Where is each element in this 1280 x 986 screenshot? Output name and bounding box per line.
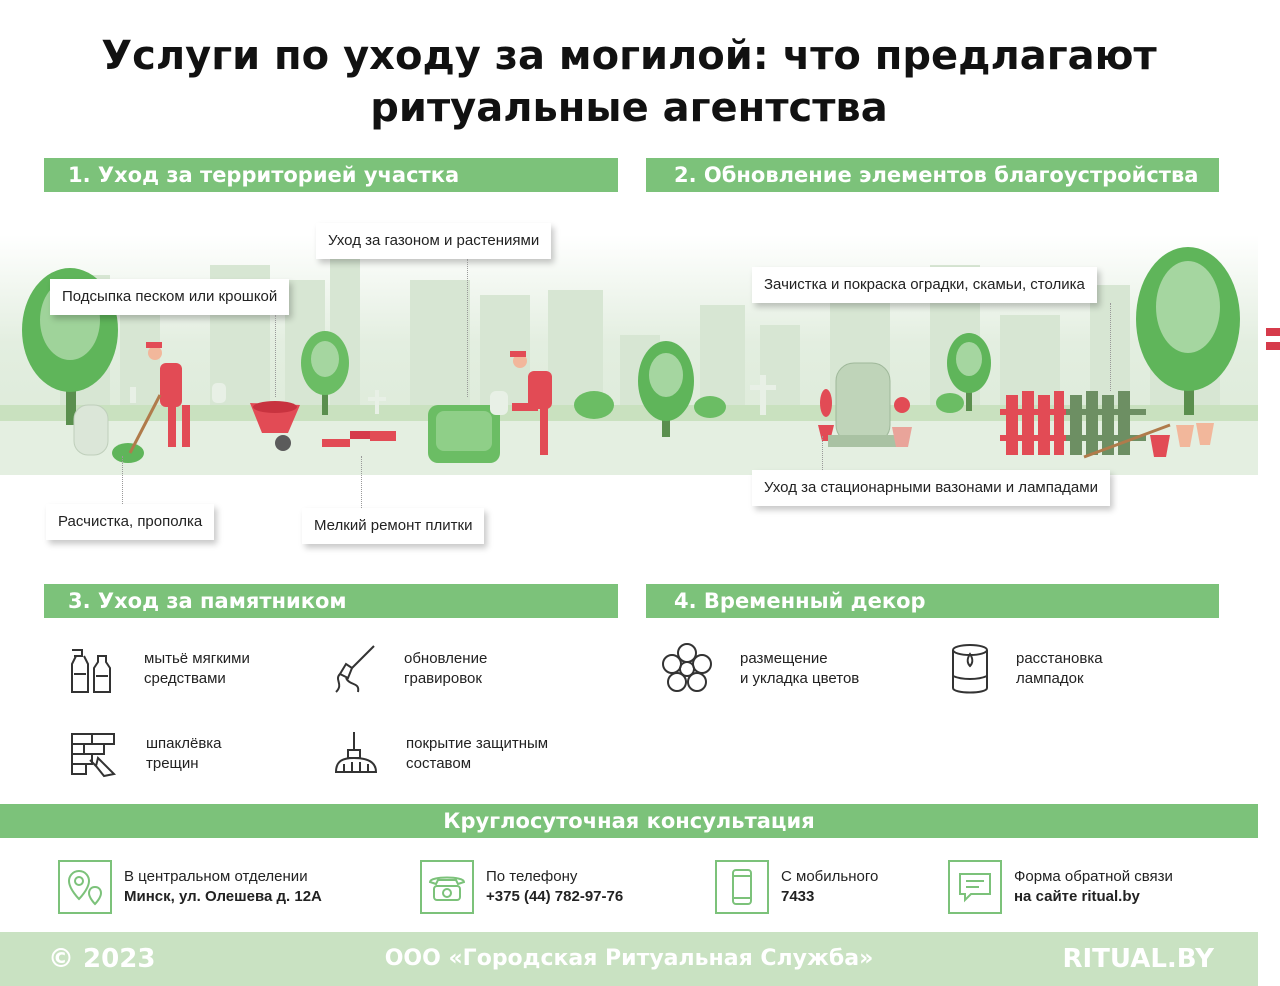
- callout-sand: Подсыпка песком или крошкой: [50, 279, 290, 315]
- contact-mobile-text: С мобильного 7433: [781, 868, 879, 905]
- flower-icon: [662, 643, 712, 692]
- service-engrave: обновление гравировок: [330, 642, 574, 696]
- mobile-phone-icon: [715, 860, 769, 914]
- leader-line: [467, 259, 468, 397]
- callout-vases: Уход за стационарными вазонами и лампада…: [752, 470, 1110, 506]
- service-flowers: размещение и укладка цветов: [660, 642, 910, 696]
- service-wash: мытьё мягкими средствами: [64, 642, 314, 696]
- contact-phone-text: По телефону +375 (44) 782-97-76: [486, 868, 624, 905]
- service-coat: покрытие защитным составом: [330, 728, 576, 780]
- chat-message-icon: [948, 860, 1002, 914]
- title-line-1: Услуги по уходу за могилой: что предлага…: [101, 33, 1157, 79]
- service-lamps-text: расстановка лампадок: [1016, 650, 1103, 687]
- location-pin-icon: [58, 860, 112, 914]
- section-1-header: 1. Уход за территорией участка: [44, 158, 618, 192]
- leader-line: [275, 315, 276, 397]
- contact-office: В центральном отделении Минск, ул. Олеше…: [58, 860, 322, 914]
- telephone-icon: [420, 860, 474, 914]
- candle-icon: [952, 644, 988, 694]
- detergent-bottles-icon: [71, 649, 111, 693]
- leader-line: [122, 456, 123, 504]
- page-edge-marker: [1266, 342, 1280, 350]
- footer: ООО «Городская Ритуальная Служба» © 2023…: [0, 932, 1258, 986]
- service-engrave-text: обновление гравировок: [404, 650, 488, 687]
- leader-line: [361, 456, 362, 508]
- brush-icon: [335, 645, 375, 693]
- contact-phone[interactable]: По телефону +375 (44) 782-97-76: [420, 860, 623, 914]
- footer-copyright: © 2023: [48, 944, 156, 974]
- contact-mobile[interactable]: С мобильного 7433: [715, 860, 878, 914]
- section-2-header: 2. Обновление элементов благоустройства: [646, 158, 1219, 192]
- service-putty: шпаклёвка трещин: [68, 728, 316, 780]
- page-title: Услуги по уходу за могилой: что предлага…: [0, 30, 1258, 134]
- footer-site-link[interactable]: RITUAL.BY: [1062, 944, 1214, 974]
- section-4-header: 4. Временный декор: [646, 584, 1219, 618]
- service-lamps: расстановка лампадок: [950, 642, 1186, 696]
- callout-fence: Зачистка и покраска оградки, скамьи, сто…: [752, 267, 1097, 303]
- callout-lawn: Уход за газоном и растениями: [316, 223, 552, 259]
- broom-icon: [334, 732, 378, 773]
- service-putty-text: шпаклёвка трещин: [146, 735, 222, 772]
- consultation-header: Круглосуточная консультация: [0, 804, 1258, 838]
- title-line-2: ритуальные агентства: [370, 85, 888, 131]
- contact-form-text: Форма обратной связи на сайте ritual.by: [1014, 868, 1173, 905]
- section-3-header: 3. Уход за памятником: [44, 584, 618, 618]
- callout-weeding: Расчистка, прополка: [46, 504, 215, 540]
- trowel-bricks-icon: [71, 733, 117, 778]
- leader-line: [1110, 303, 1111, 391]
- service-wash-text: мытьё мягкими средствами: [144, 650, 250, 687]
- footer-company: ООО «Городская Ритуальная Служба»: [384, 946, 874, 971]
- service-coat-text: покрытие защитным составом: [406, 735, 549, 772]
- callout-tiles: Мелкий ремонт плитки: [302, 508, 485, 544]
- leader-line: [822, 436, 823, 470]
- contact-office-text: В центральном отделении Минск, ул. Олеше…: [124, 868, 322, 905]
- page-edge-marker: [1266, 328, 1280, 336]
- service-flowers-text: размещение и укладка цветов: [740, 650, 860, 687]
- contact-form[interactable]: Форма обратной связи на сайте ritual.by: [948, 860, 1173, 914]
